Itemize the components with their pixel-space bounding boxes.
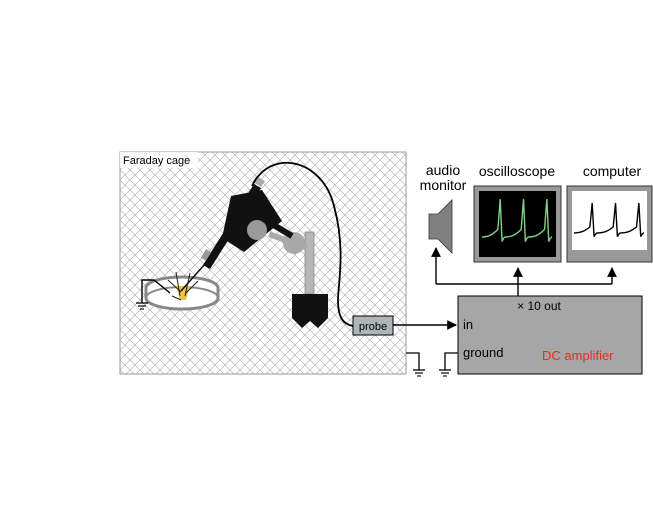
cage-ground [406,352,425,377]
audio-monitor-label-line1: audio [426,162,460,178]
amp-ground [439,352,458,377]
electrode-cable [251,161,354,327]
audio-monitor-label-line2: monitor [420,177,467,193]
faraday-cage: Faraday cage [119,151,407,375]
amp-output-label: × 10 out [517,299,561,313]
speaker-icon [428,199,453,254]
amp-ground-label: ground [463,345,503,360]
dish-ground [136,279,171,310]
computer-label: computer [583,163,642,179]
computer-trace [573,202,645,237]
probe-label: probe [359,321,387,333]
output-arrows [431,247,617,296]
amp-name-label: DC amplifier [542,348,614,363]
oscilloscope: oscilloscope [473,163,562,263]
oscilloscope-label: oscilloscope [479,163,555,179]
computer: computer [566,163,653,263]
dc-amplifier: × 10 out in ground DC amplifier [457,295,643,375]
probe: probe [352,315,394,336]
amp-input-label: in [463,317,473,332]
faraday-cage-label: Faraday cage [123,155,190,167]
oscilloscope-trace [481,198,553,242]
audio-monitor: audio monitor [420,162,467,254]
micromanipulator [180,175,305,292]
